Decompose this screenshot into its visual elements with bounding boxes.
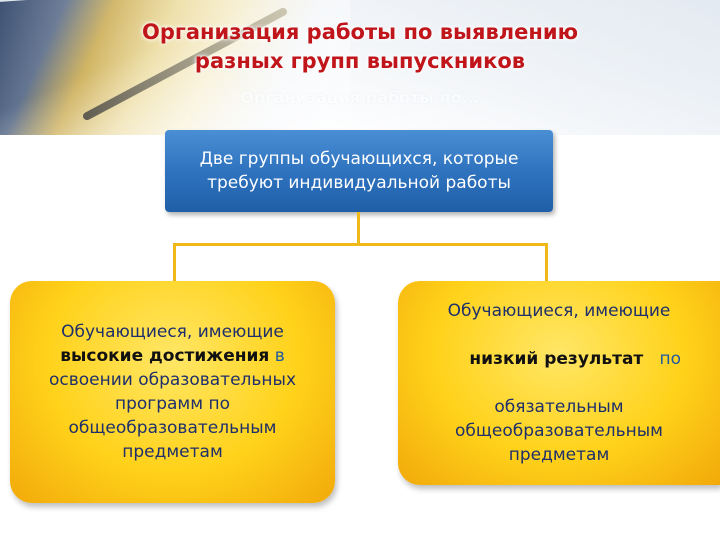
- left-card-emphasis: высокие достижения: [60, 346, 270, 366]
- left-card-line-5: общеобразовательным: [68, 418, 277, 438]
- right-card-after-emphasis: по: [643, 349, 682, 369]
- top-box-line-2: требуют индивидуальной работы: [207, 173, 511, 193]
- left-card-line-3: освоении образовательных: [48, 370, 297, 390]
- groups-header-box: Две группы обучающихся, которые требуют …: [165, 130, 553, 212]
- connector-horizontal: [173, 243, 548, 246]
- right-card-line-3: обязательным: [494, 397, 624, 417]
- left-card-line-4: программ по: [114, 394, 230, 414]
- title-line-2: разных групп выпускников: [194, 49, 526, 73]
- banner-fade: [0, 0, 720, 135]
- connector-left-drop: [173, 243, 176, 281]
- connector-vertical-top: [357, 212, 360, 245]
- left-card-line-1: Обучающиеся, имеющие: [61, 322, 284, 342]
- right-card-line-1: Обучающиеся, имеющие: [447, 301, 671, 321]
- right-card-emphasis: низкий результат: [469, 349, 644, 369]
- right-card-line-4: общеобразовательным: [455, 421, 663, 441]
- ghost-subtitle: Организация работы по...: [240, 88, 480, 107]
- header-photo-banner: [0, 0, 720, 135]
- slide-title: Организация работы по выявлению разных г…: [0, 18, 720, 76]
- right-card-line-5: предметам: [508, 445, 610, 465]
- low-results-card: Обучающиеся, имеющие низкий результат по…: [398, 281, 720, 485]
- title-line-1: Организация работы по выявлению: [141, 20, 579, 44]
- high-achievers-card: Обучающиеся, имеющие высокие достижения …: [10, 281, 335, 503]
- connector-right-drop: [545, 243, 548, 281]
- top-box-line-1: Две группы обучающихся, которые: [199, 149, 519, 169]
- left-card-after-emphasis: в: [269, 346, 285, 366]
- left-card-line-6: предметам: [122, 442, 223, 462]
